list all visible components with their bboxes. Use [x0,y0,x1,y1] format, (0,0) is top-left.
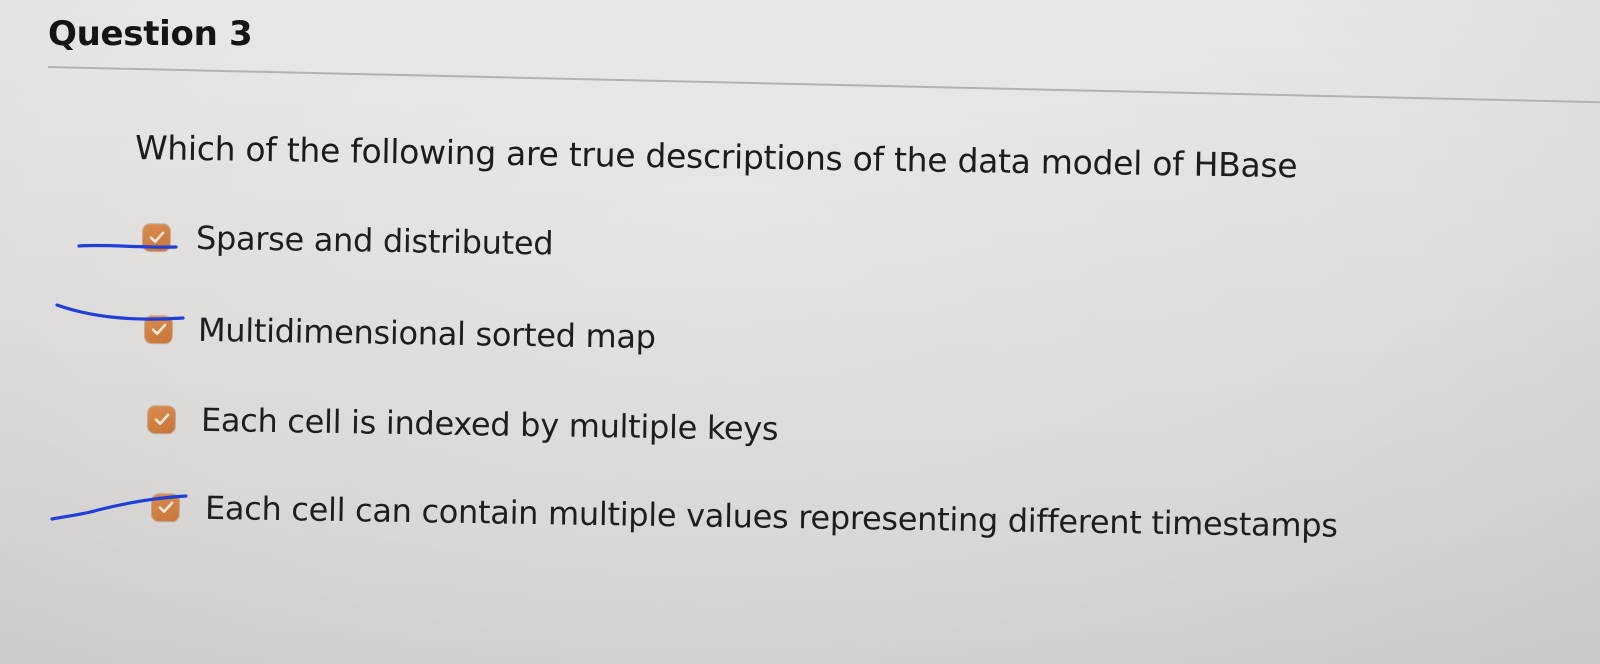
answer-label: Each cell can contain multiple values re… [204,488,1338,545]
checkbox-checked[interactable] [142,223,171,251]
checkbox-checked[interactable] [144,315,173,343]
answer-option-multidimensional-map[interactable]: Multidimensional sorted map [144,310,657,357]
checkmark-icon [151,323,166,335]
checkmark-icon [154,413,169,425]
checkmark-icon [149,231,164,243]
answer-option-multiple-timestamps[interactable]: Each cell can contain multiple values re… [151,488,1338,545]
checkbox-checked[interactable] [151,493,180,521]
answer-option-multiple-keys[interactable]: Each cell is indexed by multiple keys [147,400,779,448]
answer-option-sparse-distributed[interactable]: Sparse and distributed [142,218,554,263]
answer-label: Multidimensional sorted map [197,310,657,357]
checkbox-checked[interactable] [147,405,176,433]
answer-label: Each cell is indexed by multiple keys [200,400,779,448]
question-title: Question 3 [48,14,253,54]
answer-label: Sparse and distributed [195,218,554,263]
checkmark-icon [158,501,173,513]
